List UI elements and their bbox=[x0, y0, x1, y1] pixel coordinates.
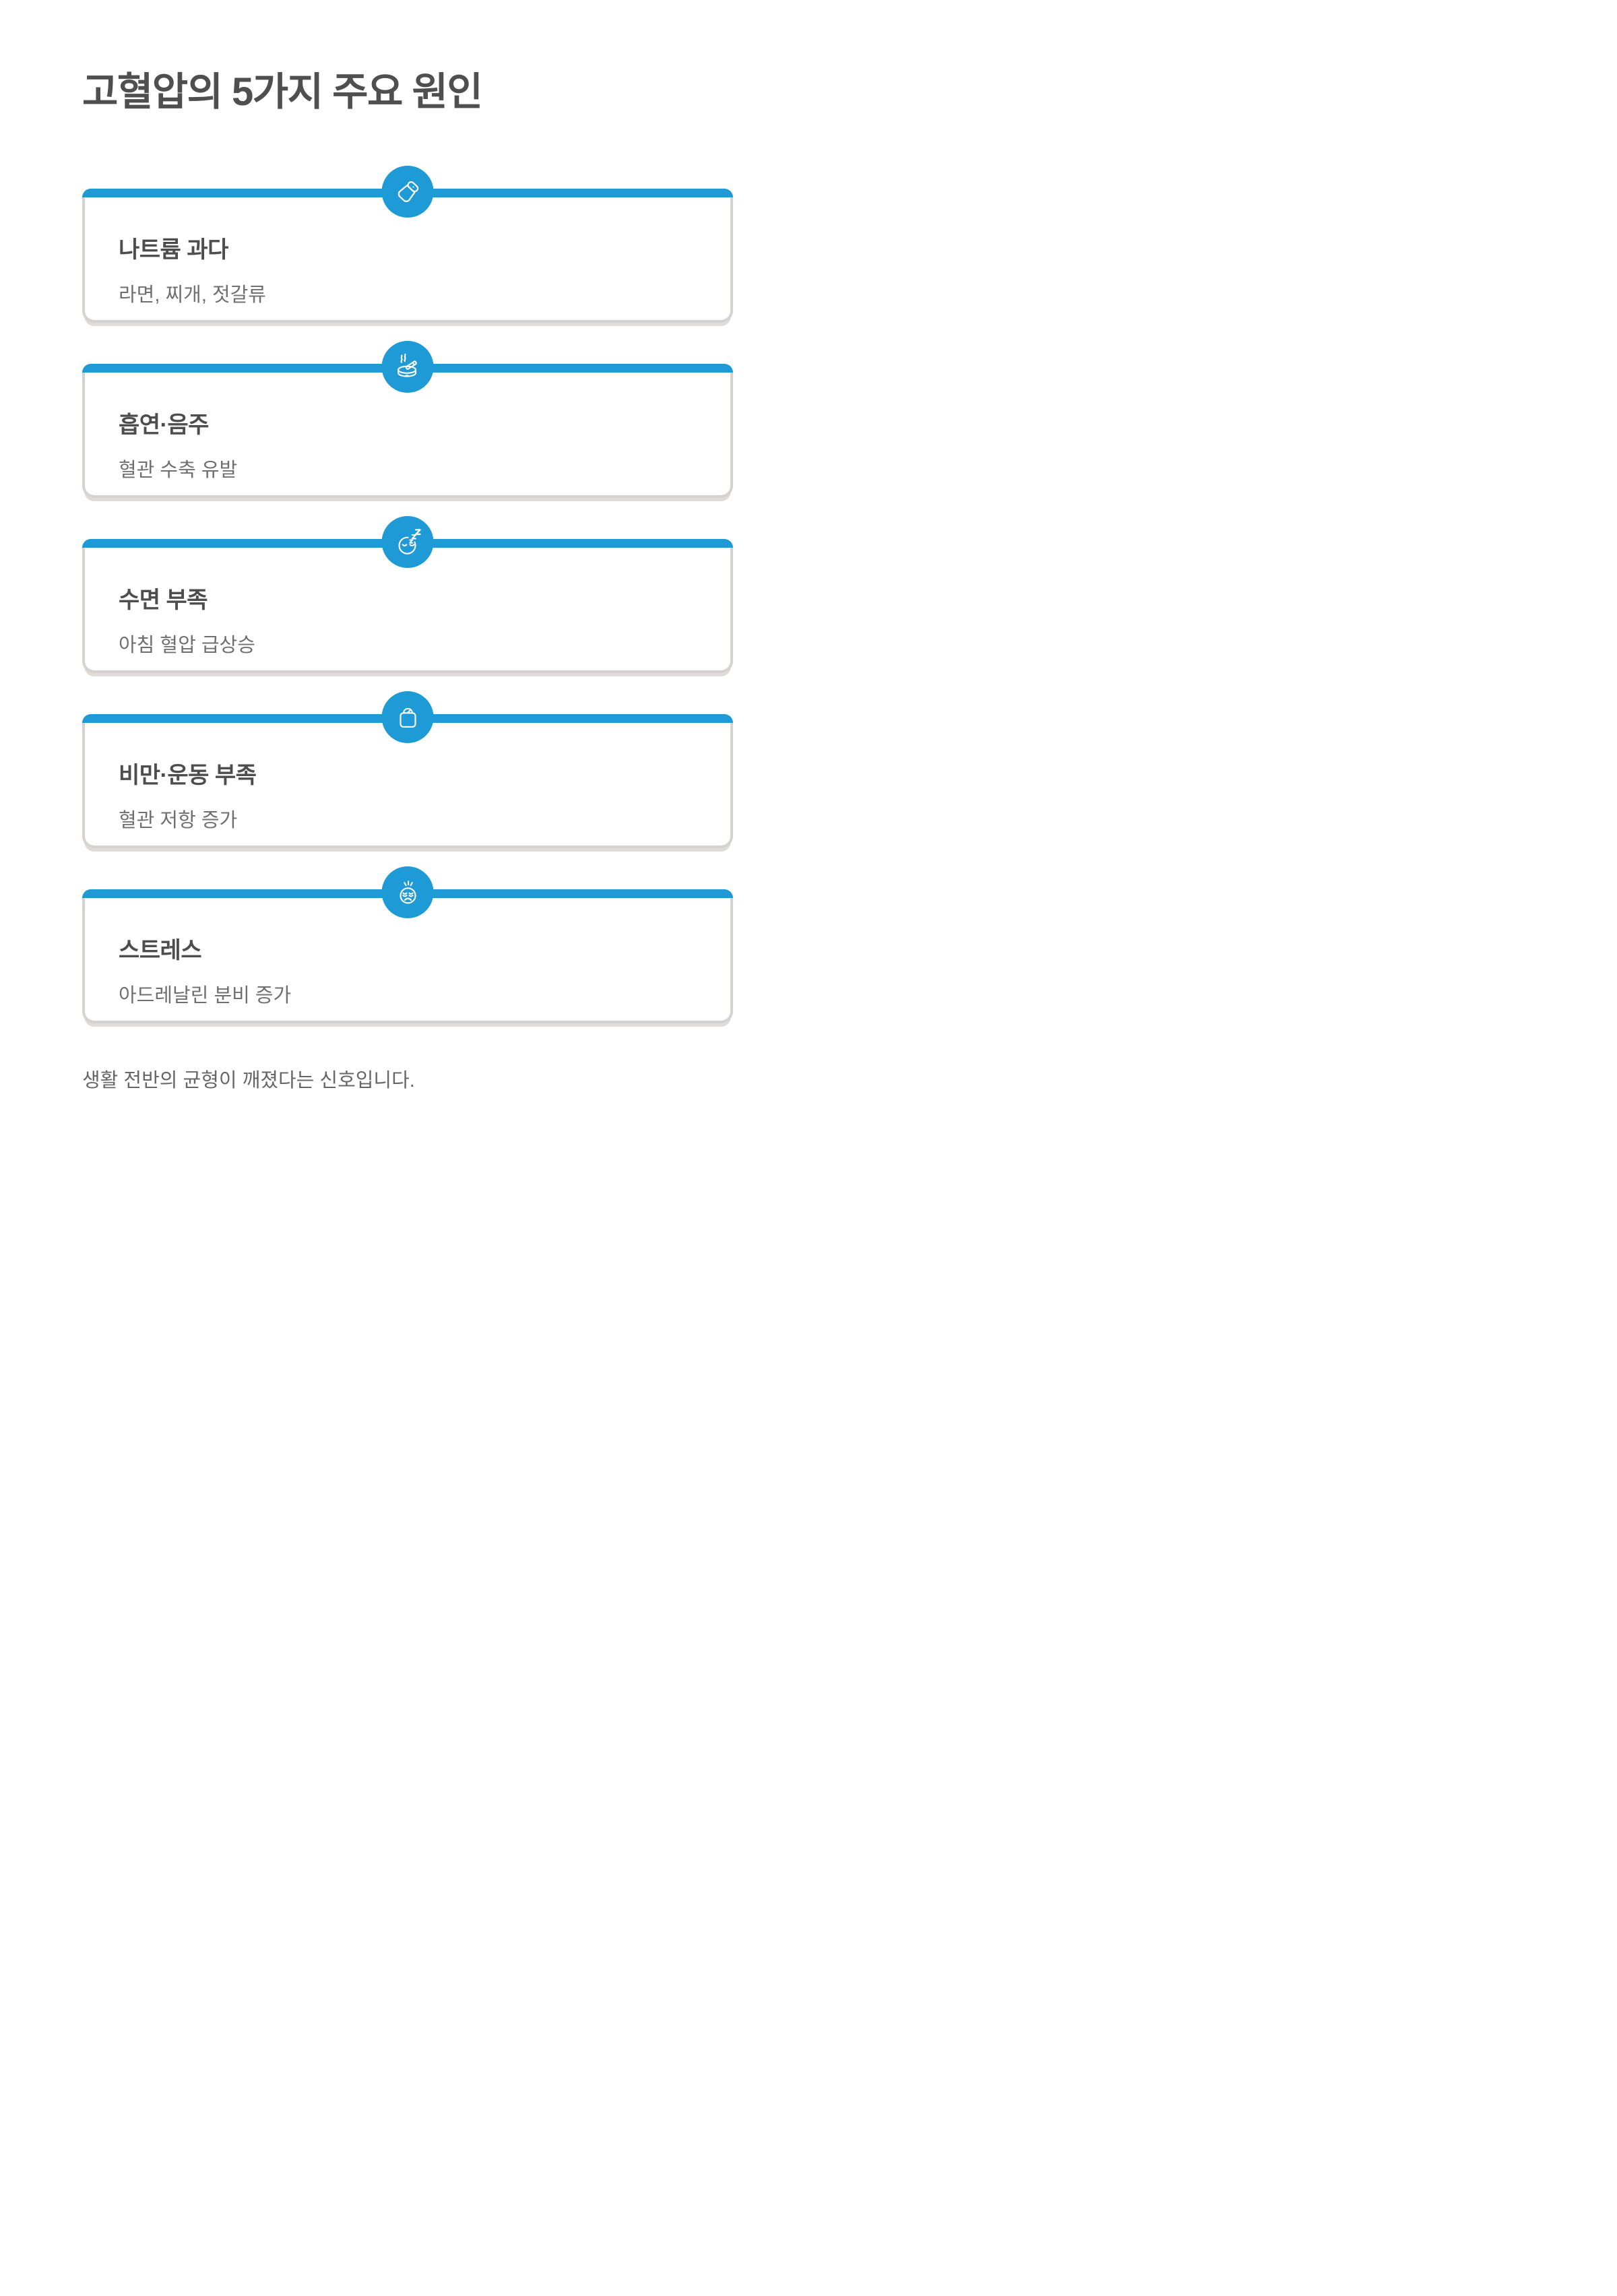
cause-card-sleep: 수면 부족 아침 혈압 급상승 bbox=[82, 516, 733, 674]
cause-card-list: 나트륨 과다 라면, 찌개, 젓갈류 bbox=[82, 166, 733, 1024]
footer-note: 생활 전반의 균형이 깨졌다는 신호입니다. bbox=[82, 1070, 415, 1092]
cause-card-stress: 스트레스 아드레날린 분비 증가 bbox=[82, 866, 733, 1024]
card-body: 수면 부족 아침 혈압 급상승 bbox=[82, 548, 733, 674]
cause-card-obesity: 비만·운동 부족 혈관 저항 증가 bbox=[82, 691, 733, 849]
cause-card-smoking-drinking: 흡연·음주 혈관 수축 유발 bbox=[82, 341, 733, 499]
card-title: 수면 부족 bbox=[119, 587, 208, 614]
card-subtitle: 혈관 수축 유발 bbox=[119, 459, 238, 482]
card-body: 스트레스 아드레날린 분비 증가 bbox=[82, 898, 733, 1024]
sleeping-face-icon bbox=[381, 516, 434, 569]
card-subtitle: 아침 혈압 급상승 bbox=[119, 635, 255, 657]
card-body: 비만·운동 부족 혈관 저항 증가 bbox=[82, 723, 733, 849]
page-title: 고혈압의 5가지 주요 원인 bbox=[82, 70, 483, 114]
card-title: 나트륨 과다 bbox=[119, 237, 228, 263]
cause-card-sodium: 나트륨 과다 라면, 찌개, 젓갈류 bbox=[82, 166, 733, 323]
weight-scale-icon bbox=[381, 691, 434, 744]
card-body: 나트륨 과다 라면, 찌개, 젓갈류 bbox=[82, 197, 733, 323]
salt-shaker-icon bbox=[381, 166, 434, 218]
card-title: 흡연·음주 bbox=[119, 412, 209, 439]
smoking-ashtray-icon bbox=[381, 341, 434, 393]
card-subtitle: 아드레날린 분비 증가 bbox=[119, 985, 292, 1007]
card-subtitle: 라면, 찌개, 젓갈류 bbox=[119, 284, 266, 307]
card-title: 스트레스 bbox=[119, 938, 202, 964]
card-body: 흡연·음주 혈관 수축 유발 bbox=[82, 373, 733, 499]
card-title: 비만·운동 부족 bbox=[119, 763, 257, 789]
stressed-face-icon bbox=[381, 866, 434, 919]
card-subtitle: 혈관 저항 증가 bbox=[119, 810, 238, 832]
infographic-page: 고혈압의 5가지 주요 원인 나트륨 과다 라면, 찌개, 젓갈류 bbox=[0, 70, 808, 1133]
